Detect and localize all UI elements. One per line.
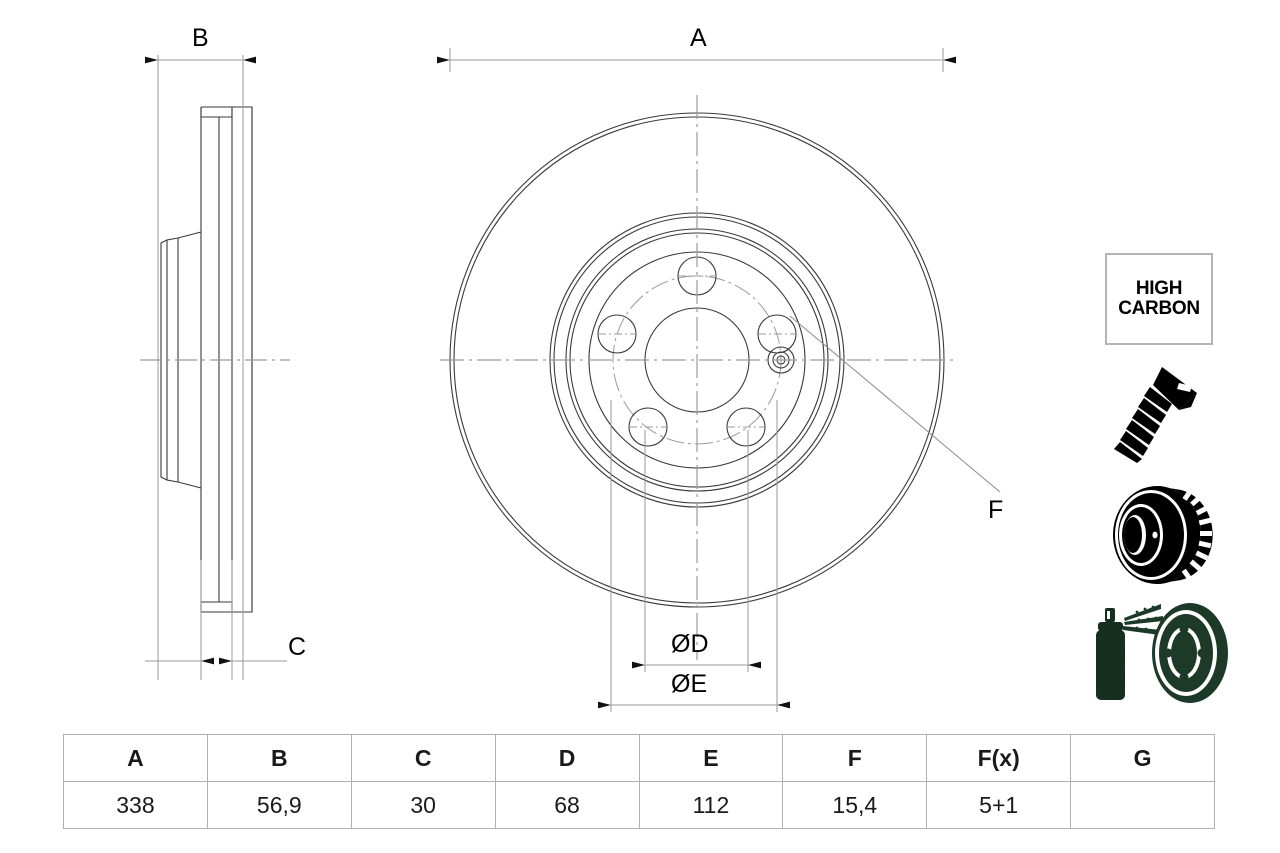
high-carbon-line-2: CARBON	[1118, 298, 1200, 319]
dimension-line-a	[437, 48, 956, 72]
table-value-d: 68	[494, 781, 640, 829]
high-carbon-badge: HIGH CARBON	[1105, 253, 1213, 345]
table-header-row: A B C D E F F(x) G	[63, 734, 1215, 782]
dimension-label-b: B	[192, 24, 209, 52]
table-header-fx: F(x)	[926, 734, 1072, 782]
table-value-c: 30	[350, 781, 496, 829]
leader-line-f	[789, 315, 1001, 493]
table-value-f: 15,4	[782, 781, 928, 829]
screw-icon	[1114, 367, 1197, 463]
high-carbon-line-1: HIGH	[1135, 277, 1183, 299]
dimension-label-c: C	[288, 633, 307, 661]
table-value-e: 112	[638, 781, 784, 829]
dimension-table: A B C D E F F(x) G 338 56,9 30 68 112 15…	[63, 734, 1215, 829]
table-value-fx: 5+1	[926, 781, 1072, 829]
brake-cleaner-spray-icon	[1096, 603, 1228, 703]
feature-icon-column: HIGH CARBON	[1085, 245, 1245, 715]
dimension-label-e: ØE	[671, 670, 708, 698]
dimension-label-d: ØD	[671, 630, 709, 658]
bolt-hole-center-marks	[598, 275, 796, 428]
spray-plume	[1123, 604, 1163, 635]
table-header-a: A	[63, 734, 208, 782]
spray-can-shape	[1096, 608, 1125, 700]
table-header-f: F	[782, 734, 928, 782]
table-header-b: B	[206, 734, 352, 782]
dimension-label-f: F	[988, 496, 1004, 524]
table-header-g: G	[1070, 734, 1215, 782]
front-view-center-axes	[440, 95, 955, 660]
table-value-b: 56,9	[206, 781, 352, 829]
table-header-c: C	[350, 734, 496, 782]
dimension-extension-lines	[610, 400, 778, 712]
table-value-g	[1070, 781, 1215, 829]
table-header-e: E	[638, 734, 784, 782]
table-value-a: 338	[63, 781, 208, 829]
table-value-row: 338 56,9 30 68 112 15,4 5+1	[63, 781, 1215, 829]
sprayed-disc-shape	[1152, 603, 1228, 703]
dimension-label-a: A	[690, 24, 707, 52]
brake-disc-icon	[1113, 486, 1213, 584]
table-header-d: D	[494, 734, 640, 782]
